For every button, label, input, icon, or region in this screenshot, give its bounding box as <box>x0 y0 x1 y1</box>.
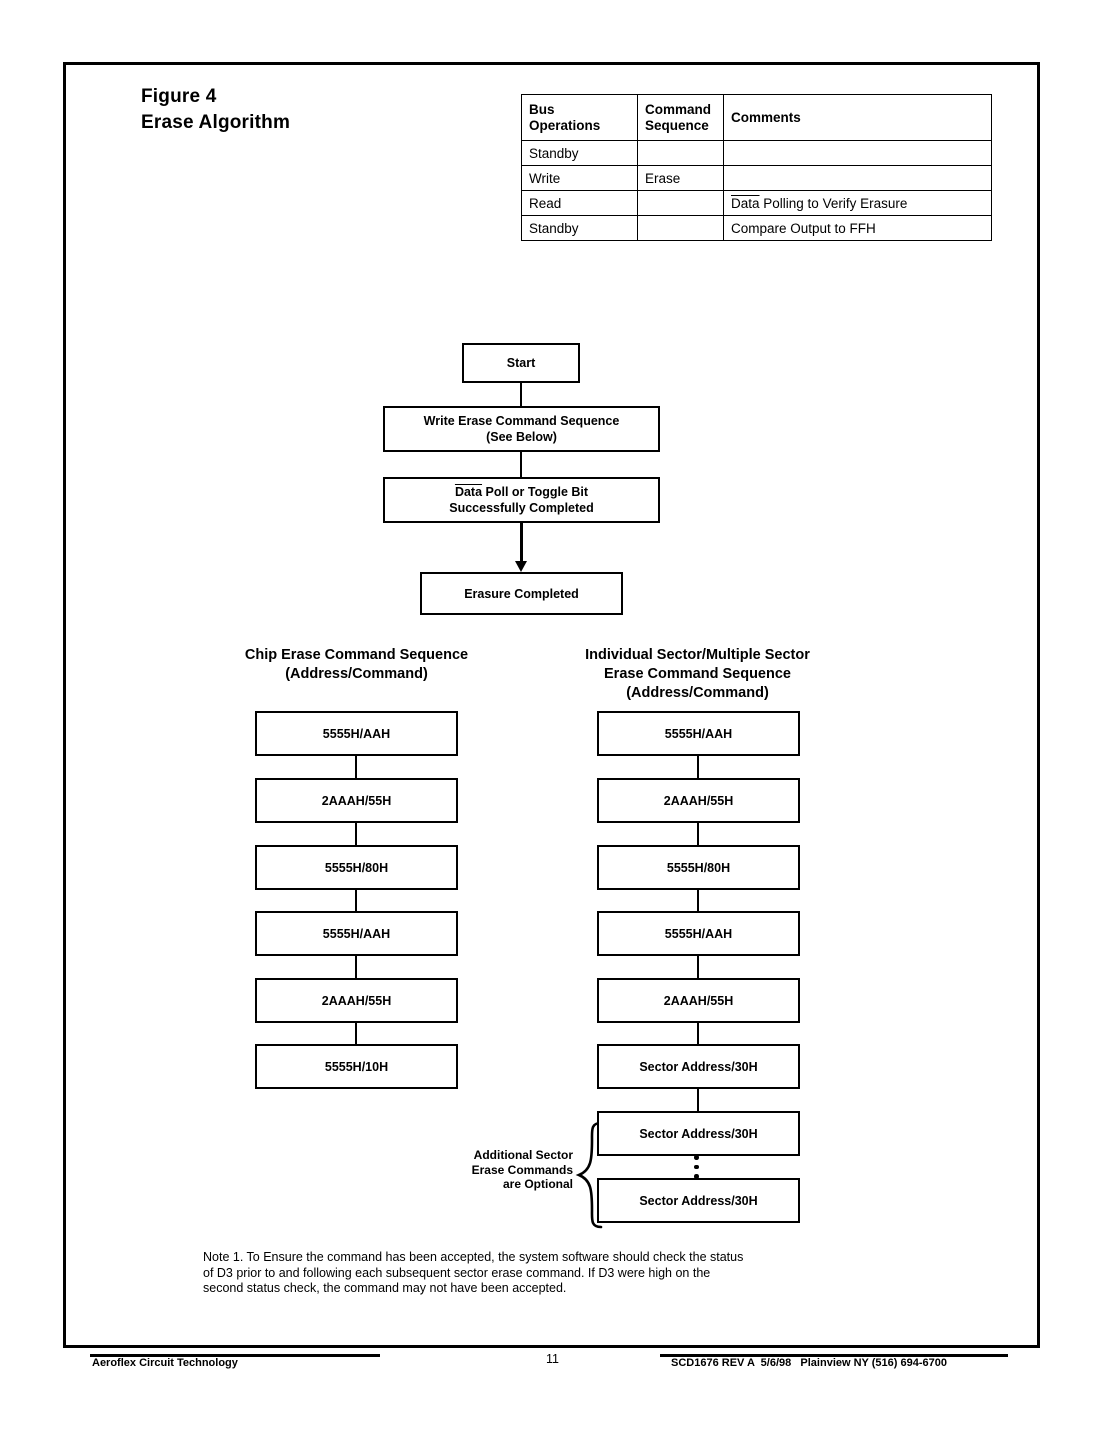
heading-line-2: Erase Command Sequence <box>604 666 791 682</box>
page-title: Figure 4 Erase Algorithm <box>141 84 290 136</box>
connector-sector-2-3 <box>697 823 700 845</box>
header-line-2: Operations <box>529 117 601 133</box>
footer-divider-right <box>660 1354 1008 1357</box>
heading-line-1: Individual Sector/Multiple Sector <box>585 647 810 663</box>
column-header-bus-operations: Bus Operations <box>521 94 638 141</box>
overline-data-text: Data <box>454 485 483 499</box>
table-row: Write Erase <box>521 165 992 191</box>
footer-document-info: SCD1676 REV A 5/6/98 Plainview NY (516) … <box>671 1357 947 1369</box>
vertical-ellipsis-icon <box>694 1155 702 1184</box>
flow-box-data-poll-or-toggle-bit: Data Poll or Toggle Bit Successfully Com… <box>383 477 660 523</box>
footer-company-name: Aeroflex Circuit Technology <box>92 1357 238 1369</box>
cell-bus-operation: Standby <box>521 215 638 241</box>
connector-chip-2-3 <box>355 823 358 845</box>
heading-line-1: Chip Erase Command Sequence <box>244 647 469 663</box>
sector-erase-step-box: Sector Address/30H <box>597 1044 800 1089</box>
sector-erase-step-box: 5555H/AAH <box>597 911 800 956</box>
figure-name: Erase Algorithm <box>141 112 291 133</box>
cell-comment: Data Polling to Verify Erasure <box>723 190 992 216</box>
header-line-1: Command <box>645 101 712 117</box>
column-header-comments: Comments <box>723 94 992 141</box>
chip-erase-step-box: 5555H/10H <box>255 1044 458 1089</box>
connector-sector-5-6 <box>697 1023 700 1045</box>
cell-bus-operation: Read <box>521 190 638 216</box>
cell-command-sequence <box>637 215 724 241</box>
bus-operations-table: Bus Operations Command Sequence Comments… <box>521 94 992 241</box>
cell-comment <box>723 140 992 166</box>
cell-command-sequence <box>637 190 724 216</box>
header-line-2: Sequence <box>645 117 709 133</box>
chip-erase-step-box: 2AAAH/55H <box>255 978 458 1023</box>
sector-erase-optional-step-box: Sector Address/30H <box>597 1178 800 1223</box>
footer-divider-left <box>90 1354 380 1357</box>
cell-comment: Compare Output to FFH <box>723 215 992 241</box>
connector-sector-4-5 <box>697 956 700 978</box>
sector-erase-step-box: 5555H/AAH <box>597 711 800 756</box>
sector-erase-optional-step-box: Sector Address/30H <box>597 1111 800 1156</box>
cell-command-sequence <box>637 140 724 166</box>
flow-text-line-2: (See Below) <box>486 430 557 444</box>
page-border <box>63 62 1040 1348</box>
connector-write-to-poll <box>520 452 523 478</box>
flow-box-write-erase-command-sequence: Write Erase Command Sequence (See Below) <box>383 406 660 452</box>
connector-chip-1-2 <box>355 756 358 778</box>
heading-line-2: (Address/Command) <box>285 666 428 682</box>
chip-erase-step-box: 5555H/AAH <box>255 911 458 956</box>
cell-bus-operation: Standby <box>521 140 638 166</box>
arrow-poll-to-erasure <box>520 523 523 565</box>
table-row: Read Data Polling to Verify Erasure <box>521 190 992 216</box>
flow-text-rest: Poll or Toggle Bit <box>482 485 589 499</box>
chip-erase-step-box: 2AAAH/55H <box>255 778 458 823</box>
connector-start-to-write <box>520 383 523 407</box>
additional-sector-erase-optional-label: Additional Sector Erase Commands are Opt… <box>443 1148 573 1192</box>
curly-brace-icon <box>575 1121 603 1229</box>
comment-rest-text: Polling to Verify Erasure <box>759 195 908 211</box>
connector-chip-3-4 <box>355 890 358 912</box>
header-line-1: Bus <box>529 101 555 117</box>
arrowhead-poll-to-erasure-icon <box>515 561 527 572</box>
cell-bus-operation: Write <box>521 165 638 191</box>
table-row: Standby <box>521 140 992 166</box>
connector-sector-6-7 <box>697 1089 700 1111</box>
cell-comment <box>723 165 992 191</box>
connector-chip-5-6 <box>355 1023 358 1045</box>
table-row: Standby Compare Output to FFH <box>521 215 992 241</box>
connector-chip-4-5 <box>355 956 358 978</box>
table-header-row: Bus Operations Command Sequence Comments <box>521 94 992 141</box>
sector-erase-step-box: 5555H/80H <box>597 845 800 890</box>
column-header-command-sequence: Command Sequence <box>637 94 724 141</box>
cell-command-sequence: Erase <box>637 165 724 191</box>
note-text: Note 1. To Ensure the command has been a… <box>203 1250 744 1295</box>
chip-erase-step-box: 5555H/AAH <box>255 711 458 756</box>
flow-text-line-2: Successfully Completed <box>449 501 594 515</box>
label-line-2: Erase Commands <box>471 1162 573 1177</box>
flow-text-line-1: Write Erase Command Sequence <box>423 414 620 428</box>
label-line-3: are Optional <box>502 1177 573 1191</box>
connector-sector-3-4 <box>697 890 700 912</box>
chip-erase-step-box: 5555H/80H <box>255 845 458 890</box>
heading-chip-erase-command-sequence: Chip Erase Command Sequence (Address/Com… <box>215 646 498 684</box>
footer-page-number: 11 <box>546 1352 559 1366</box>
sector-erase-step-box: 2AAAH/55H <box>597 978 800 1023</box>
flow-box-start: Start <box>462 343 580 383</box>
flow-box-erasure-completed: Erasure Completed <box>420 572 623 615</box>
flow-text-line-1: Data Poll or Toggle Bit <box>449 484 594 500</box>
label-line-1: Additional Sector <box>473 1148 573 1162</box>
sector-erase-step-box: 2AAAH/55H <box>597 778 800 823</box>
heading-sector-erase-command-sequence: Individual Sector/Multiple Sector Erase … <box>556 646 839 703</box>
overline-data-text: Data <box>731 195 760 211</box>
connector-sector-1-2 <box>697 756 700 778</box>
heading-line-3: (Address/Command) <box>626 685 769 701</box>
figure-number: Figure 4 <box>141 86 217 107</box>
